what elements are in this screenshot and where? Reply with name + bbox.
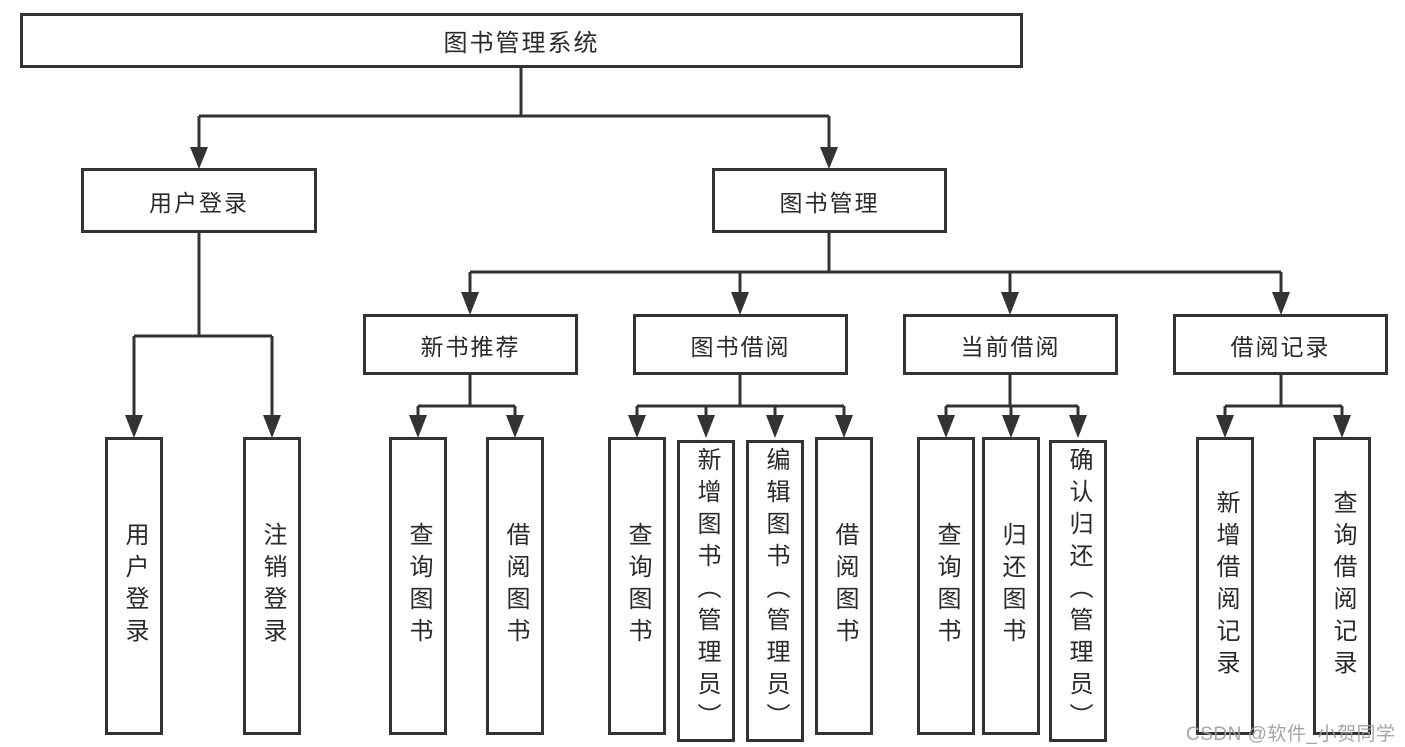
node-user-login: 用户登录 [81,168,317,233]
leaf-br-add-record: 新增借阅记录 [1196,437,1254,735]
node-new-book-recommend-label: 新书推荐 [420,333,521,360]
node-borrowing-records: 借阅记录 [1173,314,1388,375]
leaf-logout-label: 注销登录 [259,522,286,650]
leaf-br-query-record: 查询借阅记录 [1313,437,1371,735]
node-user-login-label: 用户登录 [149,189,249,216]
node-book-borrowing: 图书借阅 [633,314,848,375]
node-root-label: 图书管理系统 [443,30,600,57]
leaf-bb-query-books: 查询图书 [608,437,666,735]
leaf-user-login-label: 用户登录 [121,522,148,650]
leaf-bb-edit-books-admin-label: 编辑图书（管理员） [762,447,789,735]
leaf-nbr-borrow-books-label: 借阅图书 [502,522,529,650]
node-current-borrowing: 当前借阅 [903,314,1118,375]
leaf-nbr-query-books: 查询图书 [389,437,447,735]
node-current-borrowing-label: 当前借阅 [960,333,1061,360]
leaf-cb-query-books: 查询图书 [917,437,975,735]
node-borrowing-records-label: 借阅记录 [1230,333,1331,360]
leaf-cb-return-books: 归还图书 [982,437,1040,735]
leaf-nbr-query-books-label: 查询图书 [405,522,432,650]
leaf-user-login: 用户登录 [105,437,163,735]
node-root: 图书管理系统 [20,13,1023,68]
leaf-bb-borrow-books: 借阅图书 [815,437,873,735]
leaf-cb-return-books-label: 归还图书 [998,522,1025,650]
leaf-bb-query-books-label: 查询图书 [624,522,651,650]
node-book-borrowing-label: 图书借阅 [690,333,791,360]
arrowheads [125,147,1351,438]
leaf-bb-add-books-admin-label: 新增图书（管理员） [693,447,720,735]
leaf-br-query-record-label: 查询借阅记录 [1329,490,1356,682]
node-book-management: 图书管理 [712,168,947,233]
leaf-logout: 注销登录 [243,437,301,735]
node-book-management-label: 图书管理 [779,189,880,216]
leaf-bb-add-books-admin: 新增图书（管理员） [677,440,735,742]
leaf-cb-query-books-label: 查询图书 [933,522,960,650]
leaf-bb-borrow-books-label: 借阅图书 [831,522,858,650]
leaf-br-add-record-label: 新增借阅记录 [1212,490,1239,682]
leaf-nbr-borrow-books: 借阅图书 [486,437,544,735]
node-new-book-recommend: 新书推荐 [363,314,578,375]
leaf-cb-confirm-return-admin-label: 确认归还（管理员） [1065,447,1092,735]
leaf-cb-confirm-return-admin: 确认归还（管理员） [1049,440,1107,742]
watermark: CSDN @软件_小贺同学 [1186,724,1396,745]
leaf-bb-edit-books-admin: 编辑图书（管理员） [746,440,804,742]
